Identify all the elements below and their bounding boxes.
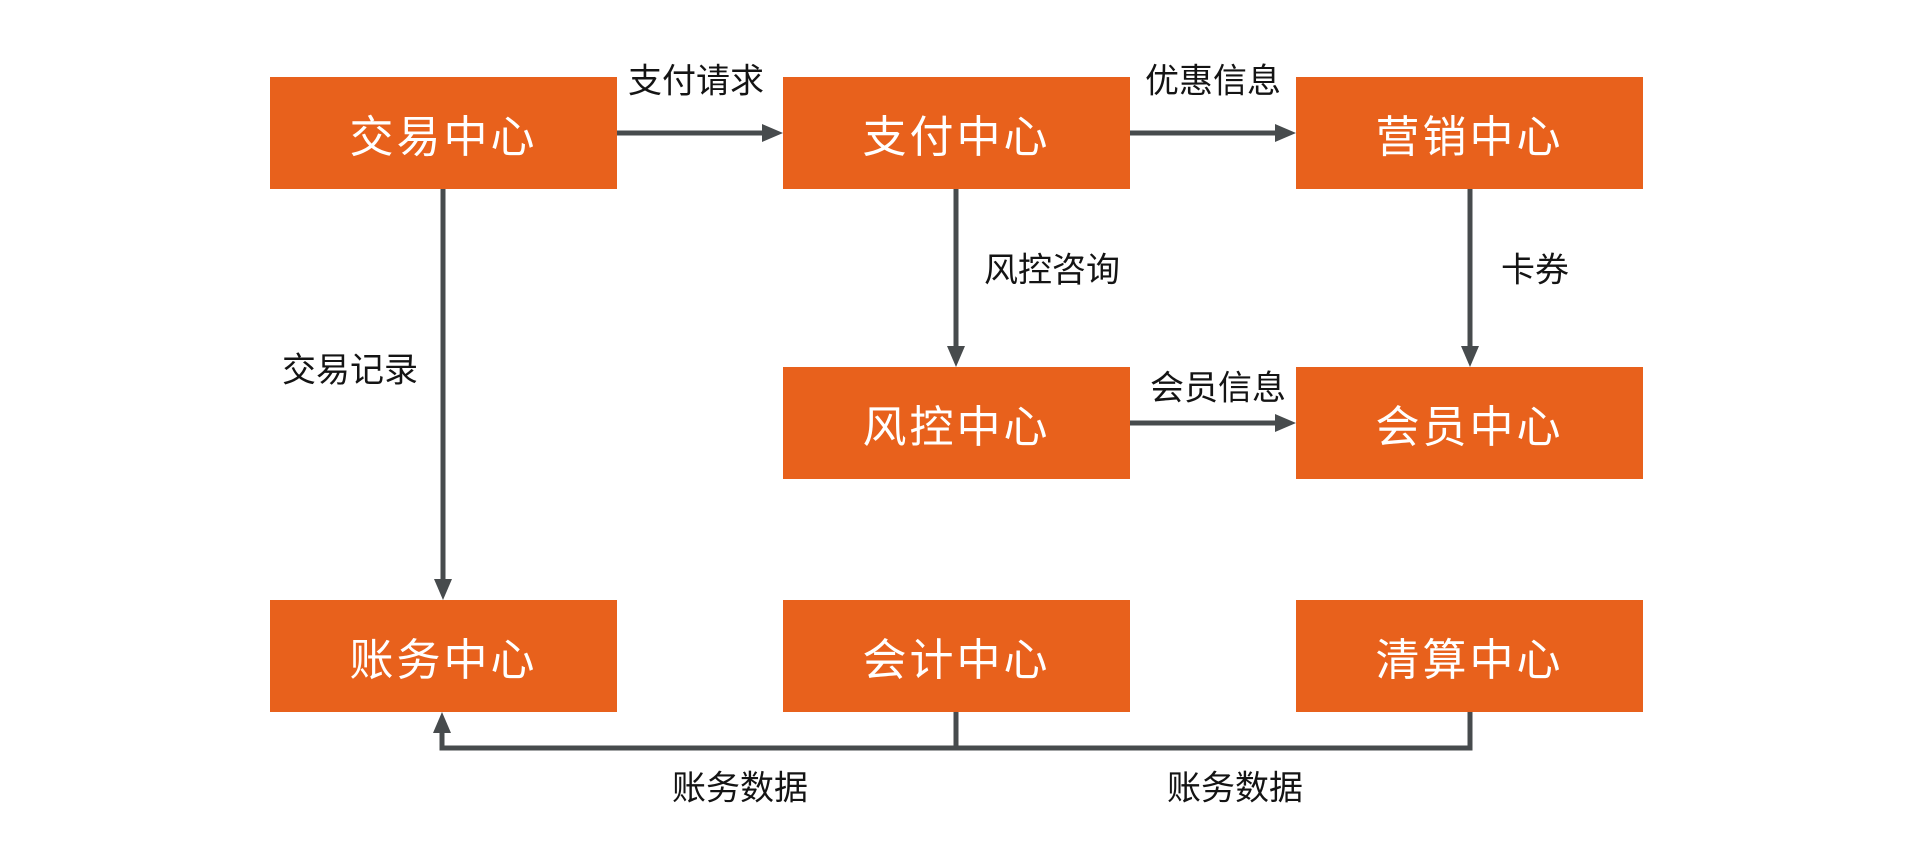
edge-label-risk-consult: 风控咨询 xyxy=(984,251,1120,291)
node-clearing-center-label: 清算中心 xyxy=(1375,636,1564,685)
node-billing-center: 账务中心 xyxy=(270,600,617,712)
edge-risk-to-member-arrowhead-icon xyxy=(1275,414,1296,432)
edge-marketing-to-member-arrowhead-icon xyxy=(1461,346,1479,367)
node-trade-center: 交易中心 xyxy=(270,77,617,189)
node-marketing-center: 营销中心 xyxy=(1296,77,1643,189)
node-member-center: 会员中心 xyxy=(1296,367,1643,479)
node-clearing-center: 清算中心 xyxy=(1296,600,1643,712)
node-accounting-center: 会计中心 xyxy=(783,600,1130,712)
edge-label-discount-info: 优惠信息 xyxy=(1145,62,1281,102)
edge-label-payment-request: 支付请求 xyxy=(628,62,764,102)
edge-trade-to-billing-arrowhead-icon xyxy=(434,579,452,600)
edge-label-trade-record: 交易记录 xyxy=(282,351,418,391)
node-member-center-label: 会员中心 xyxy=(1375,403,1564,452)
edge-label-member-info: 会员信息 xyxy=(1150,369,1286,409)
edge-bottom-bus-arrowhead-icon xyxy=(433,712,451,733)
edge-trade-to-payment-arrowhead-icon xyxy=(762,124,783,142)
node-accounting-center-label: 会计中心 xyxy=(862,636,1051,685)
node-marketing-center-label: 营销中心 xyxy=(1375,113,1564,162)
node-payment-center-label: 支付中心 xyxy=(862,113,1051,162)
edge-payment-to-marketing-arrowhead-icon xyxy=(1275,124,1296,142)
node-trade-center-label: 交易中心 xyxy=(349,113,538,162)
node-risk-center-label: 风控中心 xyxy=(862,403,1051,452)
node-risk-center: 风控中心 xyxy=(783,367,1130,479)
edge-payment-to-risk-arrowhead-icon xyxy=(947,346,965,367)
node-payment-center: 支付中心 xyxy=(783,77,1130,189)
edge-label-billing-data-left: 账务数据 xyxy=(672,769,808,809)
edge-label-coupon: 卡券 xyxy=(1501,251,1569,291)
node-billing-center-label: 账务中心 xyxy=(349,636,538,685)
edge-label-billing-data-right: 账务数据 xyxy=(1167,769,1303,809)
